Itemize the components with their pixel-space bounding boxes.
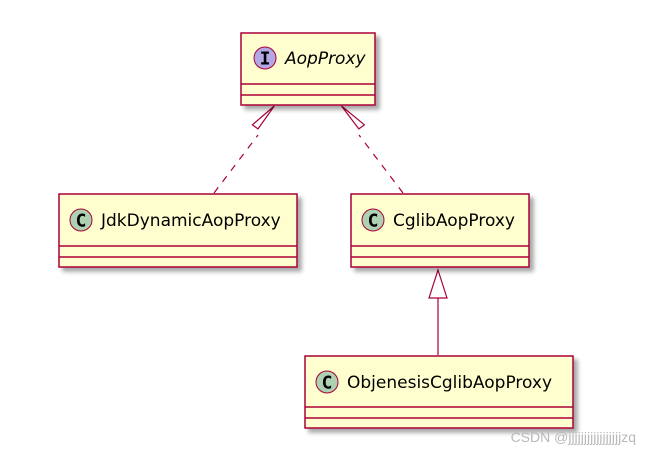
hollow-triangle-arrowhead xyxy=(428,268,448,299)
class-name-cglib-aop-proxy: CglibAopProxy xyxy=(393,211,515,231)
class-name-objenesis-cglib-aop-proxy: ObjenesisCglibAopProxy xyxy=(347,373,552,393)
class-badge xyxy=(361,208,385,232)
edge-jdk-dynamic-aop-proxy-realizes-aop-proxy xyxy=(213,105,275,194)
csdn-watermark: CSDN @jjjjjjjjjjjjjjjjjzq xyxy=(510,429,636,445)
edge-line xyxy=(358,134,404,194)
class-box-cglib-aop-proxy[interactable] xyxy=(350,193,530,268)
class-icon: C xyxy=(361,208,385,232)
class-badge-letter: C xyxy=(322,373,333,394)
edge-cglib-aop-proxy-realizes-aop-proxy xyxy=(341,105,404,194)
class-badge xyxy=(315,370,339,394)
class-badge xyxy=(69,208,93,232)
class-icon: C xyxy=(315,370,339,394)
hollow-triangle-arrowhead xyxy=(341,105,366,130)
class-box-body xyxy=(58,193,298,268)
hollow-triangle-arrowhead xyxy=(251,105,275,130)
class-name-jdk-dynamic-aop-proxy: JdkDynamicAopProxy xyxy=(100,211,281,231)
edges xyxy=(213,105,448,355)
class-name-aop-proxy: AopProxy xyxy=(284,49,367,69)
interface-icon: I xyxy=(253,46,277,70)
class-badge-letter: C xyxy=(368,211,379,232)
class-icon: C xyxy=(69,208,93,232)
interface-badge xyxy=(253,46,277,70)
class-box-objenesis-cglib-aop-proxy[interactable] xyxy=(304,355,574,429)
class-box-body xyxy=(350,193,530,268)
class-box-aop-proxy[interactable] xyxy=(240,32,376,106)
class-box-body xyxy=(304,355,574,429)
class-box-jdk-dynamic-aop-proxy[interactable] xyxy=(58,193,298,268)
edge-objenesis-cglib-aop-proxy-extends-cglib-aop-proxy xyxy=(428,268,448,355)
interface-badge-letter: I xyxy=(260,49,271,70)
class-badge-letter: C xyxy=(76,211,87,232)
edge-line xyxy=(213,134,259,194)
class-box-body xyxy=(240,32,376,106)
